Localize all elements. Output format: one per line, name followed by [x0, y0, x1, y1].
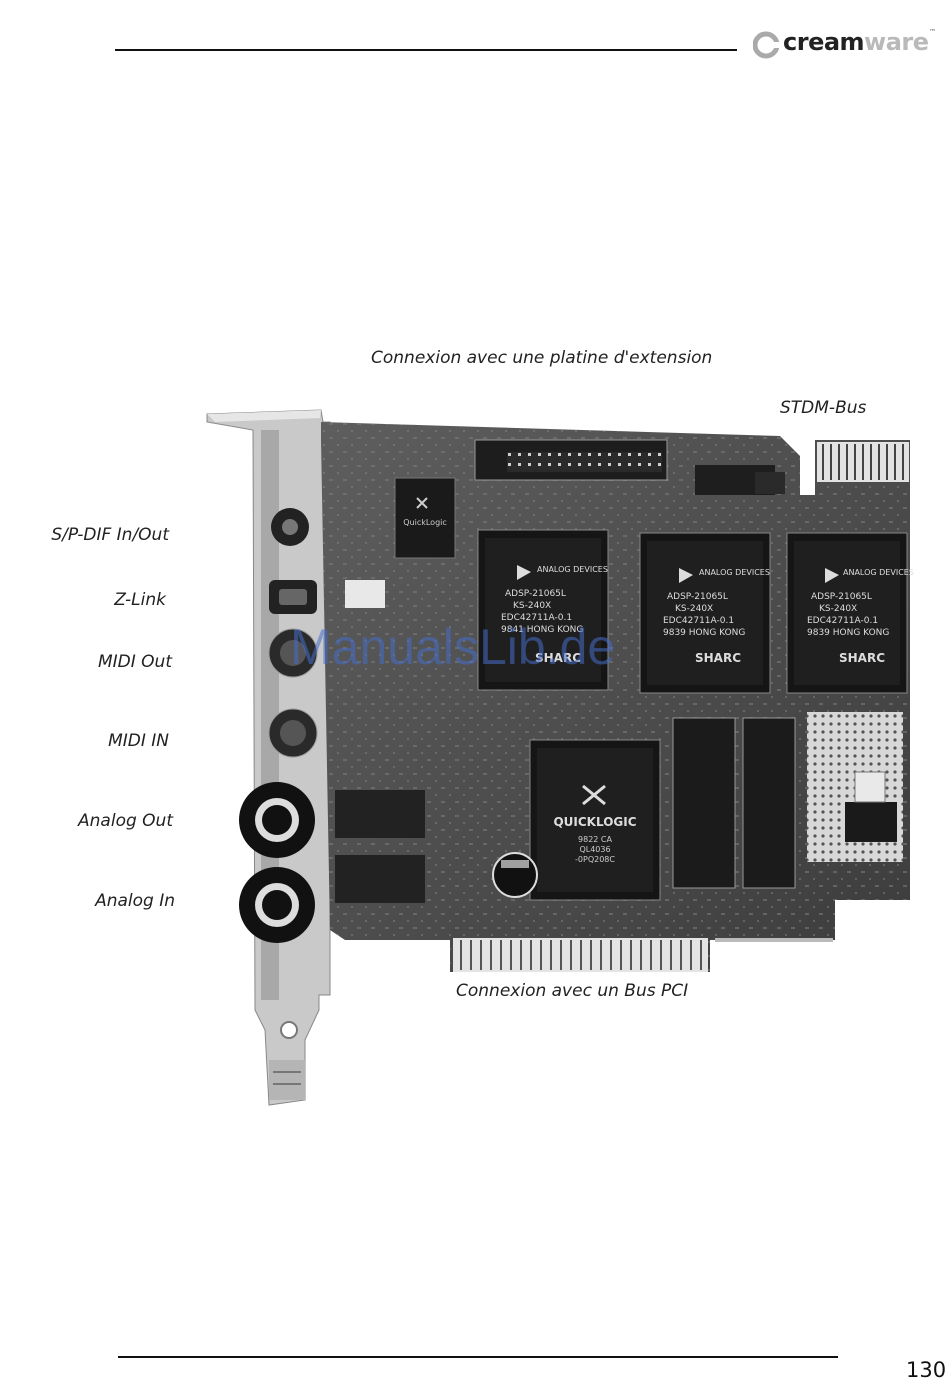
dsp-chip-1: ANALOG DEVICES ADSP-21065L KS-240X EDC42…	[477, 529, 609, 691]
logo-wordmark-strong: cream	[783, 28, 865, 56]
dsp1-origin: 9841 HONG KONG	[501, 625, 583, 635]
quicklogic-large-line2: QL4036	[579, 845, 610, 854]
dsp3-model: ADSP-21065L	[811, 592, 872, 602]
quicklogic-small-label: QuickLogic	[403, 518, 447, 527]
label-analog-out: Analog Out	[78, 811, 173, 831]
pci-edge-connector	[453, 938, 833, 972]
analog-in-jack	[239, 867, 315, 943]
watermark: ManualsLib.de	[290, 619, 616, 675]
label-analog-in: Analog In	[95, 891, 175, 911]
dsp2-brand: ANALOG DEVICES	[699, 568, 770, 577]
logo-trademark: ™	[929, 28, 936, 36]
spdif-jack	[271, 508, 309, 546]
dsp1-brand: ANALOG DEVICES	[537, 565, 608, 574]
dsp2-model: ADSP-21065L	[667, 592, 728, 602]
dsp3-brand: ANALOG DEVICES	[843, 568, 914, 577]
relay-1	[335, 790, 425, 838]
dsp3-origin: 9839 HONG KONG	[807, 628, 889, 638]
bracket	[206, 409, 331, 1106]
analog-out-jack	[239, 782, 315, 858]
label-z-link: Z-Link	[114, 590, 166, 610]
label-midi-in: MIDI IN	[108, 731, 169, 751]
midi-out-jack	[268, 628, 318, 678]
logo-wordmark-light: ware	[864, 28, 929, 56]
z-link-connector	[269, 580, 317, 614]
dsp2-mark: SHARC	[695, 651, 741, 665]
quicklogic-small-chip: QuickLogic	[394, 477, 456, 559]
quicklogic-large-line3: -0PQ208C	[575, 855, 615, 864]
logo-wordmark: creamware	[783, 28, 929, 56]
optical-part	[345, 580, 385, 608]
quicklogic-large-brand: QUICKLOGIC	[553, 815, 636, 829]
quicklogic-large-line1: 9822 CA	[578, 835, 612, 844]
page-number: 130	[906, 1358, 947, 1382]
memory-chip-1	[672, 717, 736, 889]
pci-card-photo: QuickLogic ANALOG DEVICES ADSP-21065L KS…	[206, 409, 914, 1106]
creamware-logo: creamware ™	[753, 28, 943, 62]
dsp2-code: EDC42711A-0.1	[663, 616, 734, 626]
header-rule	[115, 49, 737, 51]
label-stdm-bus: STDM-Bus	[780, 398, 867, 418]
midi-in-jack	[268, 708, 318, 758]
stdm-bus-connector	[817, 442, 909, 482]
dsp3-ks: KS-240X	[819, 604, 857, 614]
footer-rule	[118, 1356, 838, 1358]
extension-pin-header	[474, 439, 668, 481]
quicklogic-large-chip: QUICKLOGIC 9822 CA QL4036 -0PQ208C	[529, 739, 661, 901]
dsp3-mark: SHARC	[839, 651, 885, 665]
dsp1-ks: KS-240X	[513, 601, 551, 611]
dsp3-code: EDC42711A-0.1	[807, 616, 878, 626]
dsp-chip-3: ANALOG DEVICES ADSP-21065L KS-240X EDC42…	[786, 532, 914, 694]
dsp-chip-2: ANALOG DEVICES ADSP-21065L KS-240X EDC42…	[639, 532, 771, 694]
memory-chip-2	[742, 717, 796, 889]
dsp2-origin: 9839 HONG KONG	[663, 628, 745, 638]
creamware-logo-mark-icon	[753, 31, 780, 59]
dsp1-code: EDC42711A-0.1	[501, 613, 572, 623]
dsp1-model: ADSP-21065L	[505, 589, 566, 599]
dsp1-mark: SHARC	[535, 651, 581, 665]
regulator-ic	[845, 802, 897, 842]
relay-2	[335, 855, 425, 903]
capacitor	[492, 852, 538, 898]
caption-extension-connection: Connexion avec une platine d'extension	[371, 348, 713, 368]
label-spdif: S/P-DIF In/Out	[51, 525, 169, 545]
dsp2-ks: KS-240X	[675, 604, 713, 614]
caption-pci-connection: Connexion avec un Bus PCI	[456, 981, 689, 1001]
label-midi-out: MIDI Out	[97, 652, 172, 672]
